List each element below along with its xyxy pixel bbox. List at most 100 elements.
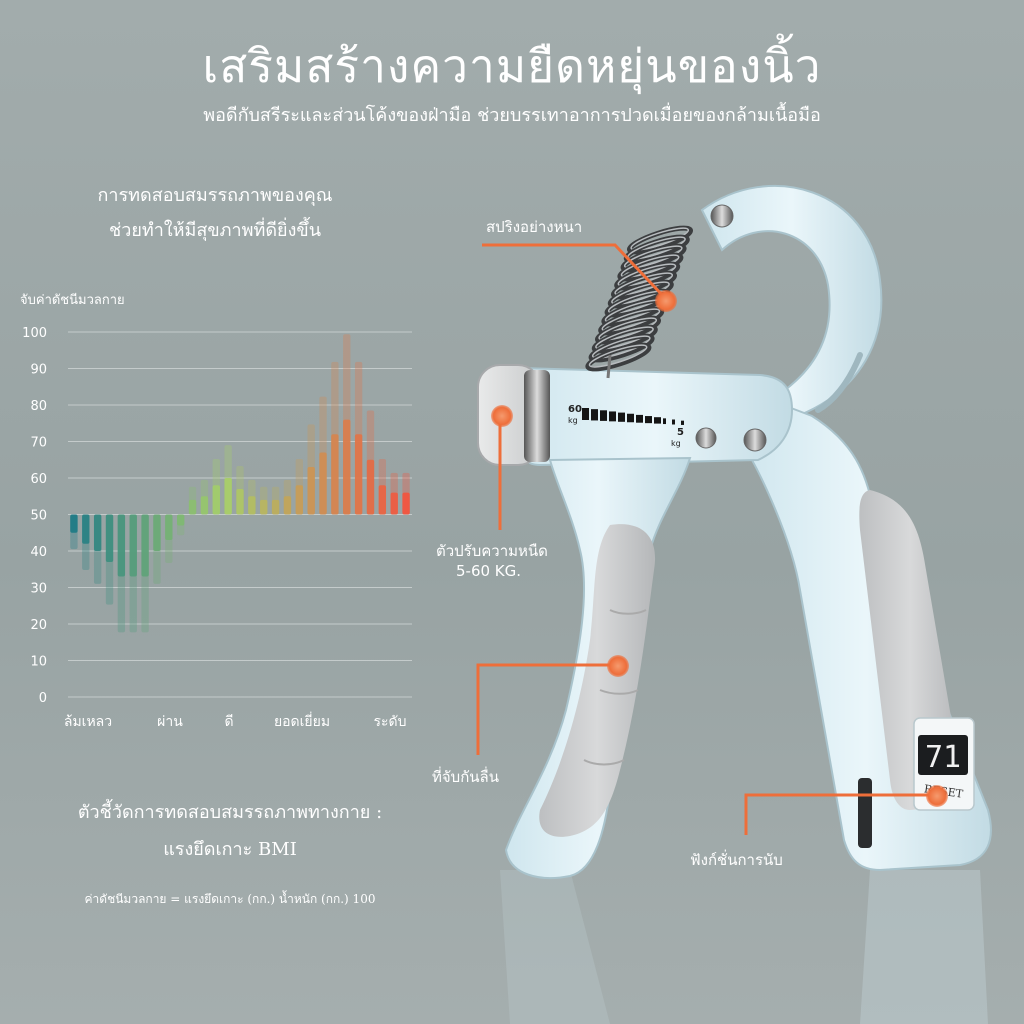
- scale-tick: [582, 408, 589, 420]
- bar: [93, 514, 102, 551]
- adjuster-callout-line1: ตัวปรับความหนืด: [436, 542, 548, 560]
- bar: [70, 514, 78, 533]
- spring-coil-highlight: [595, 326, 654, 350]
- counter-display: [918, 735, 968, 775]
- y-tick-label: 20: [30, 618, 47, 633]
- bar: [82, 514, 90, 544]
- test-caption-line2: ช่วยทำให้มีสุขภาพที่ดียิ่งขึ้น: [109, 220, 321, 241]
- y-tick-label: 90: [30, 363, 47, 378]
- bar: [354, 434, 363, 515]
- spring-coil-highlight: [614, 272, 674, 296]
- spring-leader: [482, 243, 667, 300]
- spring-callout: สปริงอย่างหนา: [486, 218, 583, 236]
- scale-max-unit: kg: [568, 416, 578, 425]
- counter-callout: ฟังก์ชั่นการนับ: [690, 851, 783, 869]
- bar: [271, 499, 280, 515]
- bar: [378, 485, 387, 515]
- handle-reflection: [500, 870, 610, 1024]
- x-category-label: ดี: [224, 714, 233, 730]
- scale-tick: [636, 414, 643, 423]
- metric-caption-line2: แรงยึดเกาะ BMI: [163, 839, 297, 860]
- bar: [117, 514, 126, 577]
- handle-leader: [476, 663, 615, 755]
- bar: [402, 492, 410, 515]
- spring-coil-highlight: [588, 344, 648, 368]
- scale-tick: [618, 412, 625, 422]
- x-category-label: ล้มเหลว: [64, 714, 112, 730]
- y-tick-label: 50: [30, 509, 47, 524]
- x-category-label: ยอดเยี่ยม: [274, 712, 330, 730]
- scale-max-label: 60: [568, 404, 582, 415]
- bar: [307, 467, 315, 515]
- resistance-scale: [582, 408, 684, 425]
- grip-ridge-3: [583, 759, 625, 766]
- spring-coil-highlight: [620, 254, 680, 278]
- y-tick-label: 0: [39, 691, 47, 706]
- bar: [212, 485, 220, 515]
- rivet-top: [710, 204, 734, 228]
- rivet-right: [743, 428, 767, 452]
- bar: [260, 499, 268, 515]
- x-category-label: ระดับ: [373, 714, 406, 730]
- bar: [188, 499, 197, 515]
- bar: [224, 478, 232, 515]
- y-tick-label: 30: [30, 582, 47, 597]
- page-subtitle: พอดีกับสรีระและส่วนโค้งของฝ่ามือ ช่วยบรร…: [203, 105, 821, 126]
- y-tick-label: 40: [30, 545, 47, 560]
- spring-coil-highlight: [630, 227, 690, 251]
- spring-coil-highlight: [623, 245, 683, 269]
- scale-min-label: 5: [677, 427, 684, 438]
- handle-callout: ที่จับกันลื่น: [432, 768, 499, 786]
- bar: [177, 514, 185, 526]
- page-title: เสริมสร้างความยืดหยุ่นของนิ้ว: [202, 39, 822, 93]
- grip-strength-chart: 0102030405060708090100ล้มเหลวผ่านดียอดเย…: [22, 326, 412, 730]
- y-tick-label: 70: [30, 436, 47, 451]
- hand-grip-device: 71 RESET 60 kg 5 kg: [477, 185, 992, 1024]
- scale-tick: [600, 410, 607, 421]
- scale-tick: [672, 419, 675, 425]
- spring-marker: [655, 290, 677, 312]
- spring-coil-highlight: [611, 281, 670, 305]
- spring-hook: [606, 354, 612, 379]
- bar: [283, 496, 292, 515]
- grip-ridge-2: [599, 689, 639, 695]
- test-caption-line1: การทดสอบสมรรถภาพของคุณ: [97, 185, 333, 206]
- rivet-left: [695, 427, 717, 449]
- counter-marker: [926, 785, 948, 807]
- knob-collar: [524, 370, 550, 462]
- bar: [343, 419, 351, 515]
- anti-slip-grip: [539, 524, 656, 837]
- scale-min-unit: kg: [671, 439, 681, 448]
- scale-tick: [645, 416, 652, 424]
- spring-coil-highlight: [601, 308, 661, 332]
- bar: [165, 514, 173, 541]
- grip-ridge-1: [609, 609, 647, 615]
- bar: [200, 496, 209, 515]
- metric-caption-line1: ตัวชี้วัดการทดสอบสมรรถภาพทางกาย :: [77, 802, 383, 823]
- hook-groove: [815, 352, 863, 413]
- top-hook: [700, 185, 883, 417]
- bar: [366, 459, 375, 515]
- bar: [129, 514, 137, 577]
- bmi-formula: ค่าดัชนีมวลกาย = แรงยึดเกาะ (กก.) น้ำหนั…: [84, 892, 376, 906]
- adjuster-callout-line2: 5-60 KG.: [456, 562, 522, 580]
- y-tick-label: 100: [22, 326, 47, 341]
- scale-tick: [681, 420, 684, 425]
- spring-coil-highlight: [591, 335, 651, 359]
- x-category-label: ผ่าน: [157, 714, 183, 730]
- y-tick-label: 80: [30, 399, 47, 414]
- bar: [295, 485, 303, 515]
- spring-coil-highlight: [598, 317, 658, 341]
- device-reflection: [860, 870, 988, 1024]
- scale-tick: [591, 409, 598, 421]
- handle-marker: [607, 655, 629, 677]
- scale-tick: [627, 413, 634, 423]
- bar: [331, 434, 339, 515]
- counter-value: 71: [925, 740, 961, 775]
- y-tick-label: 60: [30, 472, 47, 487]
- bar: [248, 496, 256, 515]
- bar: [153, 514, 161, 551]
- scale-tick: [663, 418, 666, 425]
- scale-tick: [609, 411, 616, 422]
